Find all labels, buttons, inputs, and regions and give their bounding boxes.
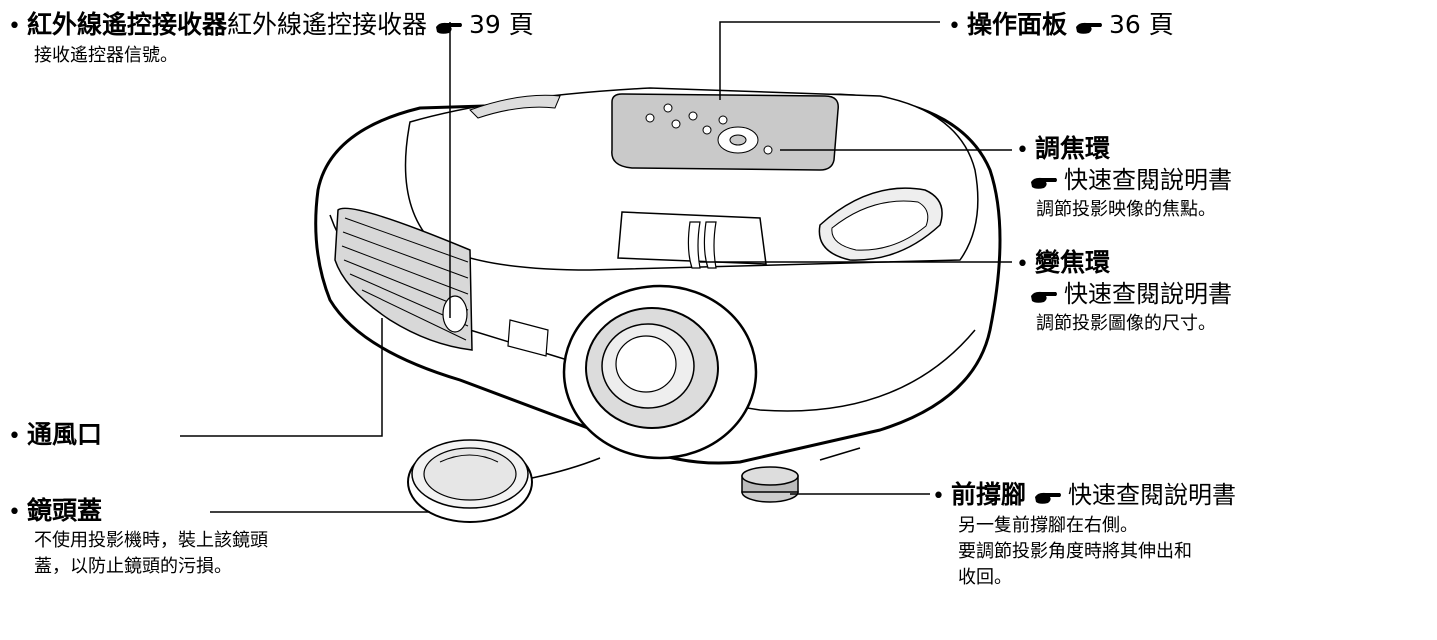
hand-pointer-icon [1030,169,1060,197]
zoom-ring-ref-line: 快速查閱說明書 [1016,280,1232,311]
focus-ring-heading: •調焦環 [1016,134,1232,166]
callout-focus-ring: •調焦環 快速查閱說明書 調節投影映像的焦點。 [1016,134,1232,223]
callout-zoom-ring: •變焦環 快速查閱說明書 調節投影圖像的尺寸。 [1016,248,1232,337]
projector-body [314,87,1002,465]
zoom-ring-title: 變焦環 [1034,248,1110,277]
callout-lens-cover: •鏡頭蓋 不使用投影機時，裝上該鏡頭 蓋，以防止鏡頭的污損。 [8,496,268,580]
front-foot-desc-1: 另一隻前撐腳在右側。 [958,515,1138,536]
hand-pointer-icon [1034,483,1064,513]
lens-cover-desc-2: 蓋，以防止鏡頭的污損。 [34,556,232,577]
air-vent-drawing [334,207,473,351]
hand-pointer-icon [1075,13,1105,43]
focus-ring-desc: 調節投影映像的焦點。 [1036,199,1216,220]
front-foot-heading: •前撐腳 快速查閱說明書 [932,480,1236,513]
lens-cover-heading: •鏡頭蓋 [8,496,268,528]
ir-receiver-desc: 接收遙控器信號。 [34,45,178,66]
callout-front-foot: •前撐腳 快速查閱說明書 另一隻前撐腳在右側。 要調節投影角度時將其伸出和 收回… [932,480,1236,591]
front-foot-ref: 快速查閱說明書 [1067,481,1236,509]
bullet: • [1016,138,1029,163]
lens-cap-drawing [407,439,601,523]
bullet: • [8,424,21,449]
bullet: • [932,484,945,509]
air-vent-heading: •通風口 [8,420,102,452]
ir-receiver-heading: •紅外線遙控接收器紅外線遙控接收器 39 頁 [8,10,534,43]
lens-ring-window [617,211,767,269]
ir-receiver-title-extra: 紅外線遙控接收器 [227,10,428,39]
lens-drawing [562,284,758,460]
callout-ir-receiver: •紅外線遙控接收器紅外線遙控接收器 39 頁 接收遙控器信號。 [8,10,534,69]
focus-ring-title: 調焦環 [1034,134,1110,163]
hand-pointer-icon [435,13,465,43]
front-foot-title: 前撐腳 [950,480,1026,509]
ir-receiver-title: 紅外線遙控接收器 [26,10,227,39]
bullet: • [8,500,21,525]
callout-air-vent: •通風口 [8,420,102,452]
front-foot-drawing [741,447,861,503]
front-foot-desc-3: 收回。 [958,567,1012,588]
ir-receiver-page-ref: 39 頁 [468,10,534,39]
control-panel-title: 操作面板 [966,10,1067,39]
bullet: • [948,14,961,39]
zoom-ring-desc: 調節投影圖像的尺寸。 [1036,313,1216,334]
lens-cover-title: 鏡頭蓋 [26,496,102,525]
control-panel-heading: •操作面板 36 頁 [948,10,1174,43]
hand-pointer-icon [1030,283,1060,311]
control-panel-page-ref: 36 頁 [1108,10,1174,39]
front-indicator [507,319,549,357]
focus-ring-ref-line: 快速查閱說明書 [1016,166,1232,197]
front-foot-desc-2: 要調節投影角度時將其伸出和 [958,541,1192,562]
leader-lines [180,21,1012,513]
callout-control-panel: •操作面板 36 頁 [948,10,1174,43]
focus-ring-ref: 快速查閱說明書 [1064,166,1232,194]
lens-cover-desc-1: 不使用投影機時，裝上該鏡頭 [34,530,268,551]
control-panel-drawing [611,93,839,171]
bullet: • [8,14,21,39]
zoom-ring-ref: 快速查閱說明書 [1064,280,1232,308]
bullet: • [1016,252,1029,277]
zoom-ring-heading: •變焦環 [1016,248,1232,280]
air-vent-title: 通風口 [26,420,102,449]
